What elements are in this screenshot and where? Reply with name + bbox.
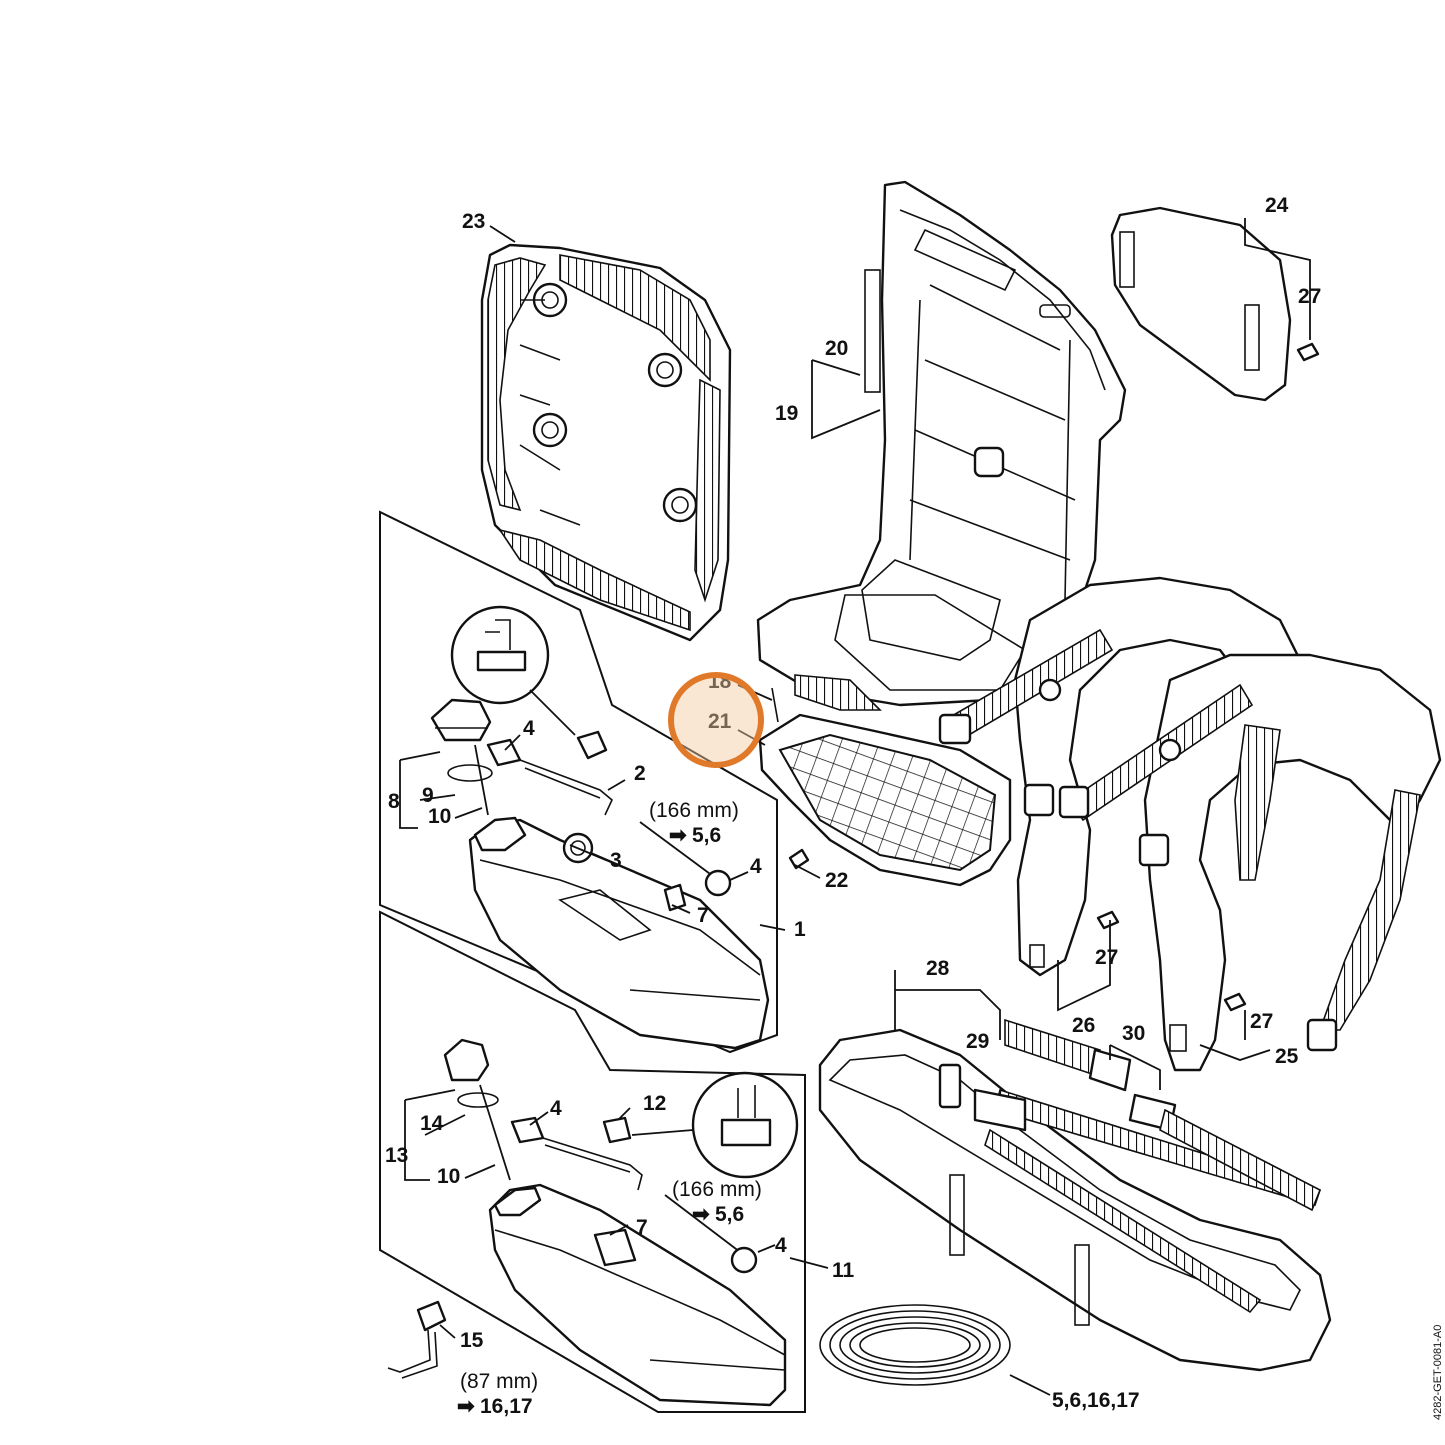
label-26: 26 (1072, 1014, 1095, 1037)
frame-part-23 (480, 243, 732, 642)
length-note-c: (87 mm) (460, 1370, 538, 1393)
highlight-marker[interactable] (668, 672, 764, 768)
label-23: 23 (462, 210, 485, 233)
waist-belt-part-28 (818, 1028, 1332, 1372)
ref-note-b: 5,6 (715, 1203, 744, 1226)
arrow-c: ➡ (457, 1395, 475, 1418)
label-10b: 10 (437, 1165, 460, 1188)
shoulder-harness-part-25 (938, 576, 1442, 1072)
tank-cap-part-8 (430, 698, 493, 816)
label-7b: 7 (636, 1216, 648, 1239)
length-note-b: (166 mm) (672, 1178, 762, 1201)
label-3: 3 (610, 849, 622, 872)
label-10a: 10 (428, 805, 451, 828)
arrow-b: ➡ (692, 1203, 710, 1226)
label-21: 21 (708, 710, 732, 733)
label-4c: 4 (550, 1097, 562, 1120)
fuel-line-part-2 (486, 730, 732, 912)
pickup-part-15 (387, 1300, 447, 1379)
label-11: 11 (832, 1259, 855, 1282)
label-15: 15 (460, 1329, 484, 1352)
screw-part-22 (788, 848, 810, 870)
label-14: 14 (420, 1112, 444, 1135)
hose-coil (819, 1304, 1011, 1386)
label-9: 9 (422, 784, 434, 807)
screw-part-18 (771, 687, 779, 723)
label-5-6-16-17: 5,6,16,17 (1052, 1389, 1140, 1412)
buckle-part-29 (973, 1018, 1132, 1132)
tank-cap-part-13 (443, 1038, 511, 1181)
length-note-a: (166 mm) (649, 799, 739, 822)
back-pad-part-24 (1110, 206, 1292, 402)
label-4b: 4 (750, 855, 762, 878)
label-29: 29 (966, 1030, 989, 1053)
label-20: 20 (825, 337, 848, 360)
label-7a: 7 (697, 904, 709, 927)
group-box-1 (379, 510, 778, 1054)
label-12: 12 (643, 1092, 666, 1115)
fuel-tank-part-1 (468, 816, 770, 1050)
label-1: 1 (794, 918, 806, 941)
screw-part-27-low (1223, 992, 1247, 1012)
group-box-11 (379, 910, 806, 1413)
label-22: 22 (825, 869, 848, 892)
screw-part-27-top (1296, 342, 1320, 362)
label-27-top: 27 (1298, 285, 1321, 308)
label-13: 13 (385, 1144, 408, 1167)
label-27-mid: 27 (1095, 946, 1118, 969)
label-2: 2 (634, 762, 646, 785)
label-27-low: 27 (1250, 1010, 1273, 1033)
screw-part-27-mid (1096, 910, 1120, 930)
buckle-part-30 (1128, 1093, 1322, 1212)
label-19: 19 (775, 402, 798, 425)
base-plate-part-21 (758, 674, 1012, 887)
ref-note-a: 5,6 (692, 824, 721, 847)
label-25: 25 (1275, 1045, 1299, 1068)
label-4a: 4 (523, 717, 535, 740)
label-4d: 4 (775, 1234, 787, 1257)
label-8: 8 (388, 790, 400, 813)
label-30: 30 (1122, 1022, 1145, 1045)
label-24: 24 (1265, 194, 1289, 217)
detail-inset-lower (631, 1071, 799, 1179)
label-sticker-part-20 (864, 269, 881, 393)
drawing-code: 4282-GET-0081-A0 (1432, 1325, 1444, 1420)
ref-note-c: 16,17 (480, 1395, 533, 1418)
arrow-a: ➡ (669, 824, 687, 847)
fuel-line-part-12 (510, 1116, 758, 1274)
fuel-tank-part-11 (488, 1183, 787, 1407)
detail-inset-upper (450, 605, 576, 736)
label-28: 28 (926, 957, 950, 980)
leader-lines (399, 218, 1311, 1396)
